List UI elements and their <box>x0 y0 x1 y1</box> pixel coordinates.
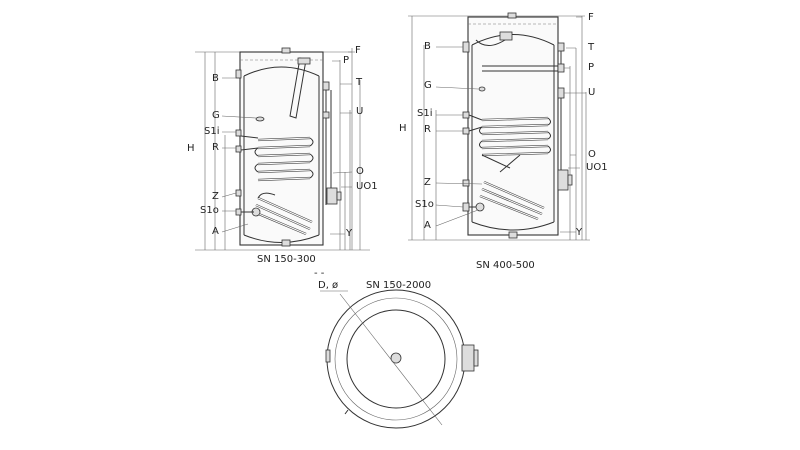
small-label-y: Y <box>345 228 353 239</box>
small-label-b: B <box>212 73 219 84</box>
large-label-p: P <box>588 62 594 73</box>
large-label-s1o: S1o <box>415 199 434 210</box>
small-tank-lower-coil <box>241 192 313 236</box>
small-label-o: O <box>356 166 364 177</box>
large-label-f: F <box>588 12 594 23</box>
large-label-uo1: UO1 <box>586 162 608 173</box>
large-label-g: G <box>424 80 432 91</box>
large-label-o: O <box>588 149 596 160</box>
small-tank-caption: SN 150-300 <box>257 254 316 265</box>
top-view-dash: - - <box>314 268 325 279</box>
small-label-p: P <box>343 55 349 66</box>
small-tank-upper-coil <box>240 135 314 182</box>
small-label-uo1: UO1 <box>356 181 378 192</box>
small-label-f: F <box>355 45 361 56</box>
large-label-u: U <box>588 87 595 98</box>
top-view-diameter-label: D, ø <box>318 280 338 291</box>
large-label-h: H <box>399 123 407 134</box>
large-label-s1i: S1i <box>417 108 433 119</box>
small-label-s1i: S1i <box>204 126 220 137</box>
small-label-a: A <box>212 226 219 237</box>
top-view-caption: SN 150-2000 <box>366 280 431 291</box>
small-label-s1o: S1o <box>200 205 219 216</box>
large-tank-labels: F B T P G U S1i H R O UO1 Z S1o A Y <box>399 12 608 238</box>
small-label-z: Z <box>212 191 219 202</box>
large-tank-upper-coil <box>468 114 551 173</box>
top-view-drawing <box>320 289 479 429</box>
small-label-u: U <box>356 106 363 117</box>
large-tank-caption: SN 400-500 <box>476 260 535 271</box>
small-label-g: G <box>212 110 220 121</box>
large-label-y: Y <box>575 227 583 238</box>
large-label-r: R <box>424 124 431 135</box>
small-label-h: H <box>187 143 195 154</box>
small-tank-drawing <box>195 47 370 251</box>
large-label-t: T <box>587 42 595 53</box>
small-label-t: T <box>355 77 363 88</box>
large-label-z: Z <box>424 177 431 188</box>
large-label-a: A <box>424 220 431 231</box>
large-tank-lower-coil <box>469 180 545 221</box>
small-tank-labels: F P B T G U S1i H R O UO1 Z S1o A Y <box>187 45 378 239</box>
small-label-r: R <box>212 142 219 153</box>
large-label-b: B <box>424 41 431 52</box>
large-tank-drawing <box>408 12 590 241</box>
